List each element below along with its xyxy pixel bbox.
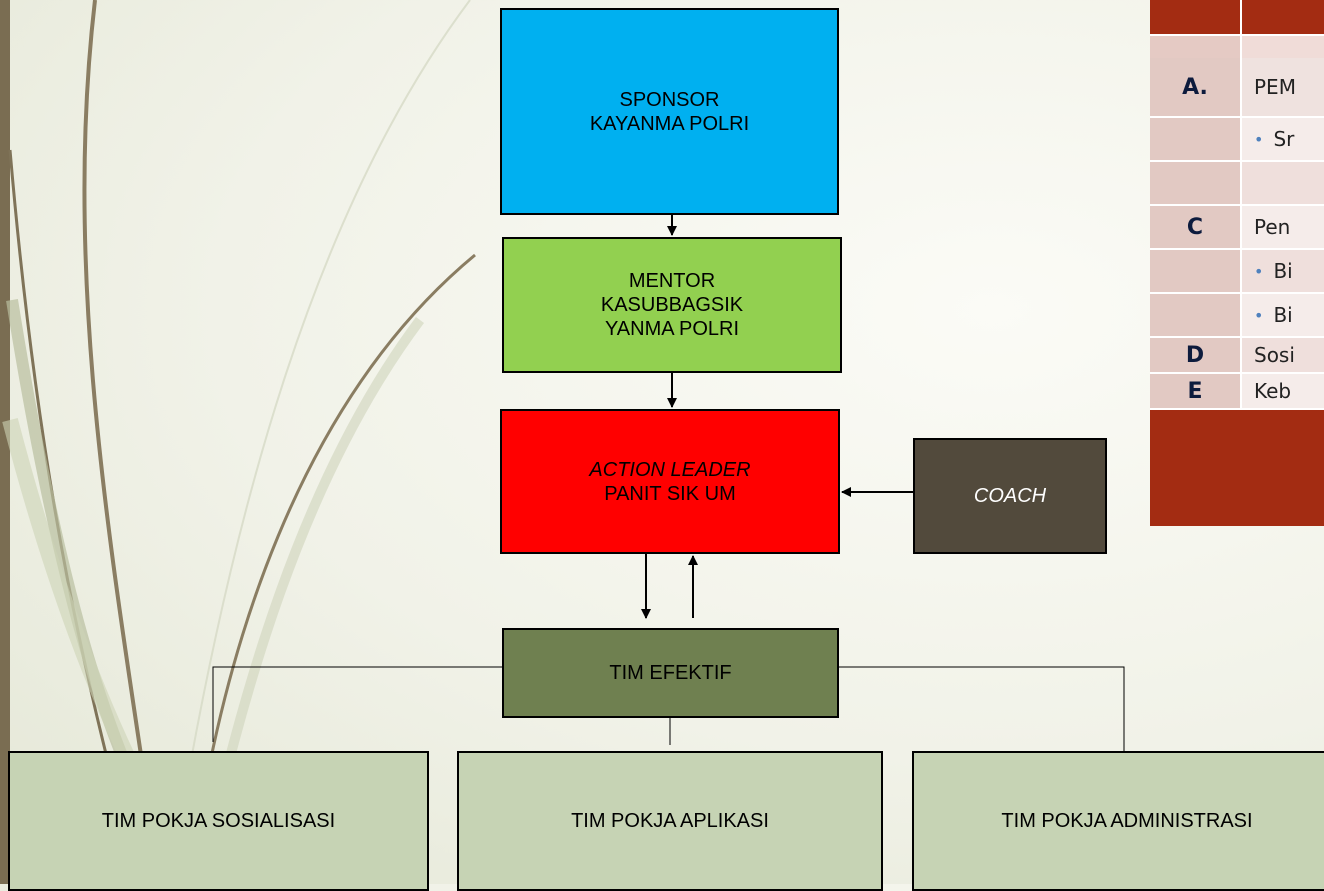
table-row-letter: D bbox=[1150, 338, 1242, 372]
table-row-text: Pen bbox=[1254, 215, 1291, 239]
tim-efektif-label: TIM EFEKTIF bbox=[609, 662, 732, 684]
table-header-row bbox=[1150, 0, 1324, 36]
tim-efektif-box: TIM EFEKTIF bbox=[502, 628, 839, 718]
table-row-text: • Bi bbox=[1244, 294, 1324, 336]
pokja-sosialisasi-label: TIM POKJA SOSIALISASI bbox=[101, 810, 336, 832]
table-row bbox=[1150, 162, 1324, 206]
pokja-administrasi-box: TIM POKJA ADMINISTRASI bbox=[912, 751, 1324, 891]
table-row-letter bbox=[1150, 250, 1242, 292]
action-leader-box: ACTION LEADER PANIT SIK UM bbox=[500, 409, 840, 554]
table-row: • Bi bbox=[1150, 250, 1324, 294]
action-leader-line-2: PANIT SIK UM bbox=[604, 482, 736, 505]
coach-box: COACH bbox=[913, 438, 1107, 554]
side-table: A. PEM • Sr C Pen • Bi • Bi D Sosi E Keb bbox=[1150, 0, 1324, 526]
action-leader-title: ACTION LEADER bbox=[589, 458, 751, 481]
table-row: A. PEM bbox=[1150, 58, 1324, 118]
table-row-letter: A. bbox=[1150, 58, 1242, 116]
table-row-text: • Bi bbox=[1244, 250, 1324, 292]
table-row: D Sosi bbox=[1150, 338, 1324, 374]
table-header-cell bbox=[1150, 0, 1242, 34]
table-spacer-row bbox=[1150, 36, 1324, 58]
table-row-text: PEM bbox=[1254, 75, 1296, 99]
table-row-letter bbox=[1150, 162, 1242, 204]
table-row: • Bi bbox=[1150, 294, 1324, 338]
pokja-aplikasi-box: TIM POKJA APLIKASI bbox=[457, 751, 883, 891]
mentor-box: MENTOR KASUBBAGSIK YANMA POLRI bbox=[502, 237, 842, 373]
table-row: • Sr bbox=[1150, 118, 1324, 162]
mentor-line-3: YANMA POLRI bbox=[604, 318, 740, 340]
table-row-text-value: Bi bbox=[1273, 303, 1293, 327]
table-row: E Keb bbox=[1150, 374, 1324, 410]
table-row-text bbox=[1244, 162, 1324, 204]
table-row-letter: C bbox=[1150, 206, 1242, 248]
sponsor-line-1: SPONSOR bbox=[619, 88, 720, 111]
table-row-text: Sosi bbox=[1254, 343, 1295, 367]
pokja-aplikasi-label: TIM POKJA APLIKASI bbox=[571, 810, 769, 832]
table-row-letter bbox=[1150, 294, 1242, 336]
coach-label: COACH bbox=[973, 485, 1047, 507]
pokja-administrasi-label: TIM POKJA ADMINISTRASI bbox=[1001, 810, 1253, 832]
table-row: C Pen bbox=[1150, 206, 1324, 250]
table-row-text: • Sr bbox=[1244, 118, 1324, 160]
bullet-icon: • bbox=[1254, 305, 1264, 325]
table-row-letter: E bbox=[1150, 374, 1242, 408]
table-row-letter bbox=[1150, 118, 1242, 160]
sponsor-box: SPONSOR KAYANMA POLRI bbox=[500, 8, 839, 215]
table-row-text-value: Bi bbox=[1273, 259, 1293, 283]
pokja-sosialisasi-box: TIM POKJA SOSIALISASI bbox=[8, 751, 429, 891]
sponsor-line-2: KAYANMA POLRI bbox=[589, 112, 750, 135]
bullet-icon: • bbox=[1254, 261, 1264, 281]
table-spacer-cell bbox=[1150, 36, 1242, 58]
mentor-line-1: MENTOR bbox=[628, 270, 716, 292]
table-row-text-value: Sr bbox=[1273, 127, 1295, 151]
table-row-text: Keb bbox=[1254, 379, 1292, 403]
bullet-icon: • bbox=[1254, 129, 1264, 149]
mentor-line-2: KASUBBAGSIK bbox=[600, 294, 744, 316]
